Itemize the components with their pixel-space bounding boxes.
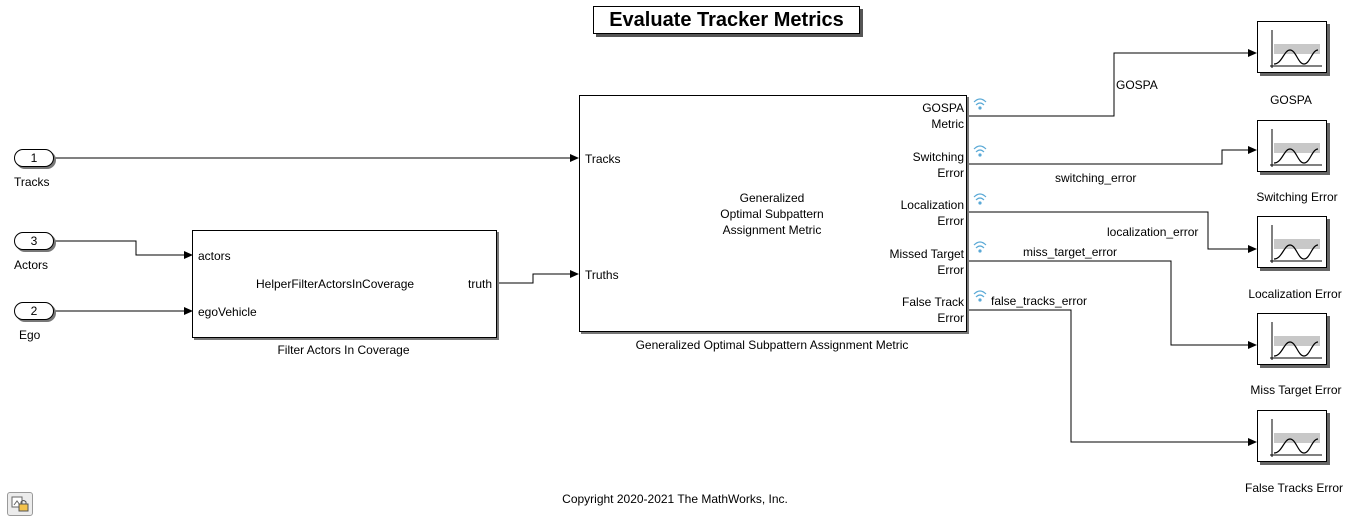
output-localization-line1: Localization bbox=[900, 198, 964, 212]
scope-icon bbox=[1270, 322, 1322, 360]
scope-localization-error[interactable] bbox=[1257, 216, 1327, 268]
scope-label-localization-error: Localization Error bbox=[1248, 287, 1342, 301]
filter-input-actors: actors bbox=[198, 249, 231, 263]
scope-gospa[interactable] bbox=[1257, 21, 1327, 73]
line-false-tracks bbox=[966, 309, 1257, 446]
gospa-block-name: Generalized Optimal Subpattern Assignmen… bbox=[635, 338, 909, 352]
output-false-track-line1: False Track bbox=[901, 295, 964, 309]
filter-block-name: Filter Actors In Coverage bbox=[277, 343, 410, 357]
signal-label-gospa[interactable]: GOSPA bbox=[1116, 78, 1158, 92]
line-gospa bbox=[966, 49, 1257, 117]
line-localization bbox=[966, 211, 1257, 253]
scope-switching-error[interactable] bbox=[1257, 120, 1327, 172]
scope-false-tracks-error[interactable] bbox=[1257, 410, 1327, 462]
lock-link-icon bbox=[11, 496, 29, 512]
inport-3-label: Actors bbox=[14, 258, 49, 272]
output-localization-line2: Error bbox=[937, 214, 964, 228]
scope-icon bbox=[1270, 129, 1322, 167]
scope-label-gospa: GOSPA bbox=[1270, 93, 1312, 107]
line-truth bbox=[496, 270, 579, 284]
output-missed-target-line2: Error bbox=[937, 263, 964, 277]
wifi-signal-icon[interactable] bbox=[972, 239, 988, 255]
scope-label-miss-target-error: Miss Target Error bbox=[1250, 383, 1342, 397]
output-false-track-line2: Error bbox=[937, 311, 964, 325]
line-switching bbox=[966, 146, 1257, 165]
diagram-title[interactable]: Evaluate Tracker Metrics bbox=[593, 6, 860, 34]
scope-icon bbox=[1270, 30, 1322, 68]
inport-2-label: Ego bbox=[19, 328, 41, 342]
output-gospa-line1: GOSPA bbox=[922, 101, 964, 115]
line-miss-target bbox=[966, 260, 1257, 349]
scope-icon bbox=[1270, 419, 1322, 457]
filter-input-egovehicle: egoVehicle bbox=[198, 305, 257, 319]
output-switching-line2: Error bbox=[937, 166, 964, 180]
gospa-body-line1: Generalized bbox=[739, 191, 805, 205]
gospa-metric-block[interactable] bbox=[579, 95, 967, 332]
output-missed-target-line1: Missed Target bbox=[889, 247, 964, 261]
signal-label-miss-target-error[interactable]: miss_target_error bbox=[1023, 245, 1118, 259]
wifi-signal-icon[interactable] bbox=[972, 191, 988, 207]
filter-output-truth: truth bbox=[467, 277, 492, 291]
line-actors bbox=[54, 240, 193, 259]
signal-label-switching-error[interactable]: switching_error bbox=[1055, 171, 1137, 185]
inport-1-label: Tracks bbox=[14, 175, 50, 189]
lock-link-button[interactable] bbox=[7, 492, 33, 516]
wifi-signal-icon[interactable] bbox=[972, 96, 988, 112]
scope-label-false-tracks-error: False Tracks Error bbox=[1244, 481, 1343, 495]
signal-label-localization-error[interactable]: localization_error bbox=[1107, 225, 1199, 239]
scope-icon bbox=[1270, 225, 1322, 263]
inport-3[interactable]: 3 bbox=[14, 232, 54, 250]
gospa-body-line2: Optimal Subpattern bbox=[720, 207, 824, 221]
wifi-signal-icon[interactable] bbox=[972, 143, 988, 159]
wifi-signal-icon[interactable] bbox=[972, 288, 988, 304]
scope-miss-target-error[interactable] bbox=[1257, 313, 1327, 365]
filter-block-body: HelperFilterActorsInCoverage bbox=[256, 277, 415, 291]
inport-2[interactable]: 2 bbox=[14, 302, 54, 320]
inport-1[interactable]: 1 bbox=[14, 149, 54, 167]
gospa-input-tracks: Tracks bbox=[585, 152, 621, 166]
signal-label-false-tracks-error[interactable]: false_tracks_error bbox=[991, 294, 1088, 308]
gospa-body-line3: Assignment Metric bbox=[722, 223, 822, 237]
output-gospa-line2: Metric bbox=[931, 117, 964, 131]
gospa-input-truths: Truths bbox=[585, 268, 619, 282]
output-switching-line1: Switching bbox=[912, 150, 964, 164]
filter-actors-block[interactable] bbox=[192, 230, 497, 338]
copyright-note: Copyright 2020-2021 The MathWorks, Inc. bbox=[562, 492, 788, 506]
scope-label-switching-error: Switching Error bbox=[1256, 190, 1338, 204]
